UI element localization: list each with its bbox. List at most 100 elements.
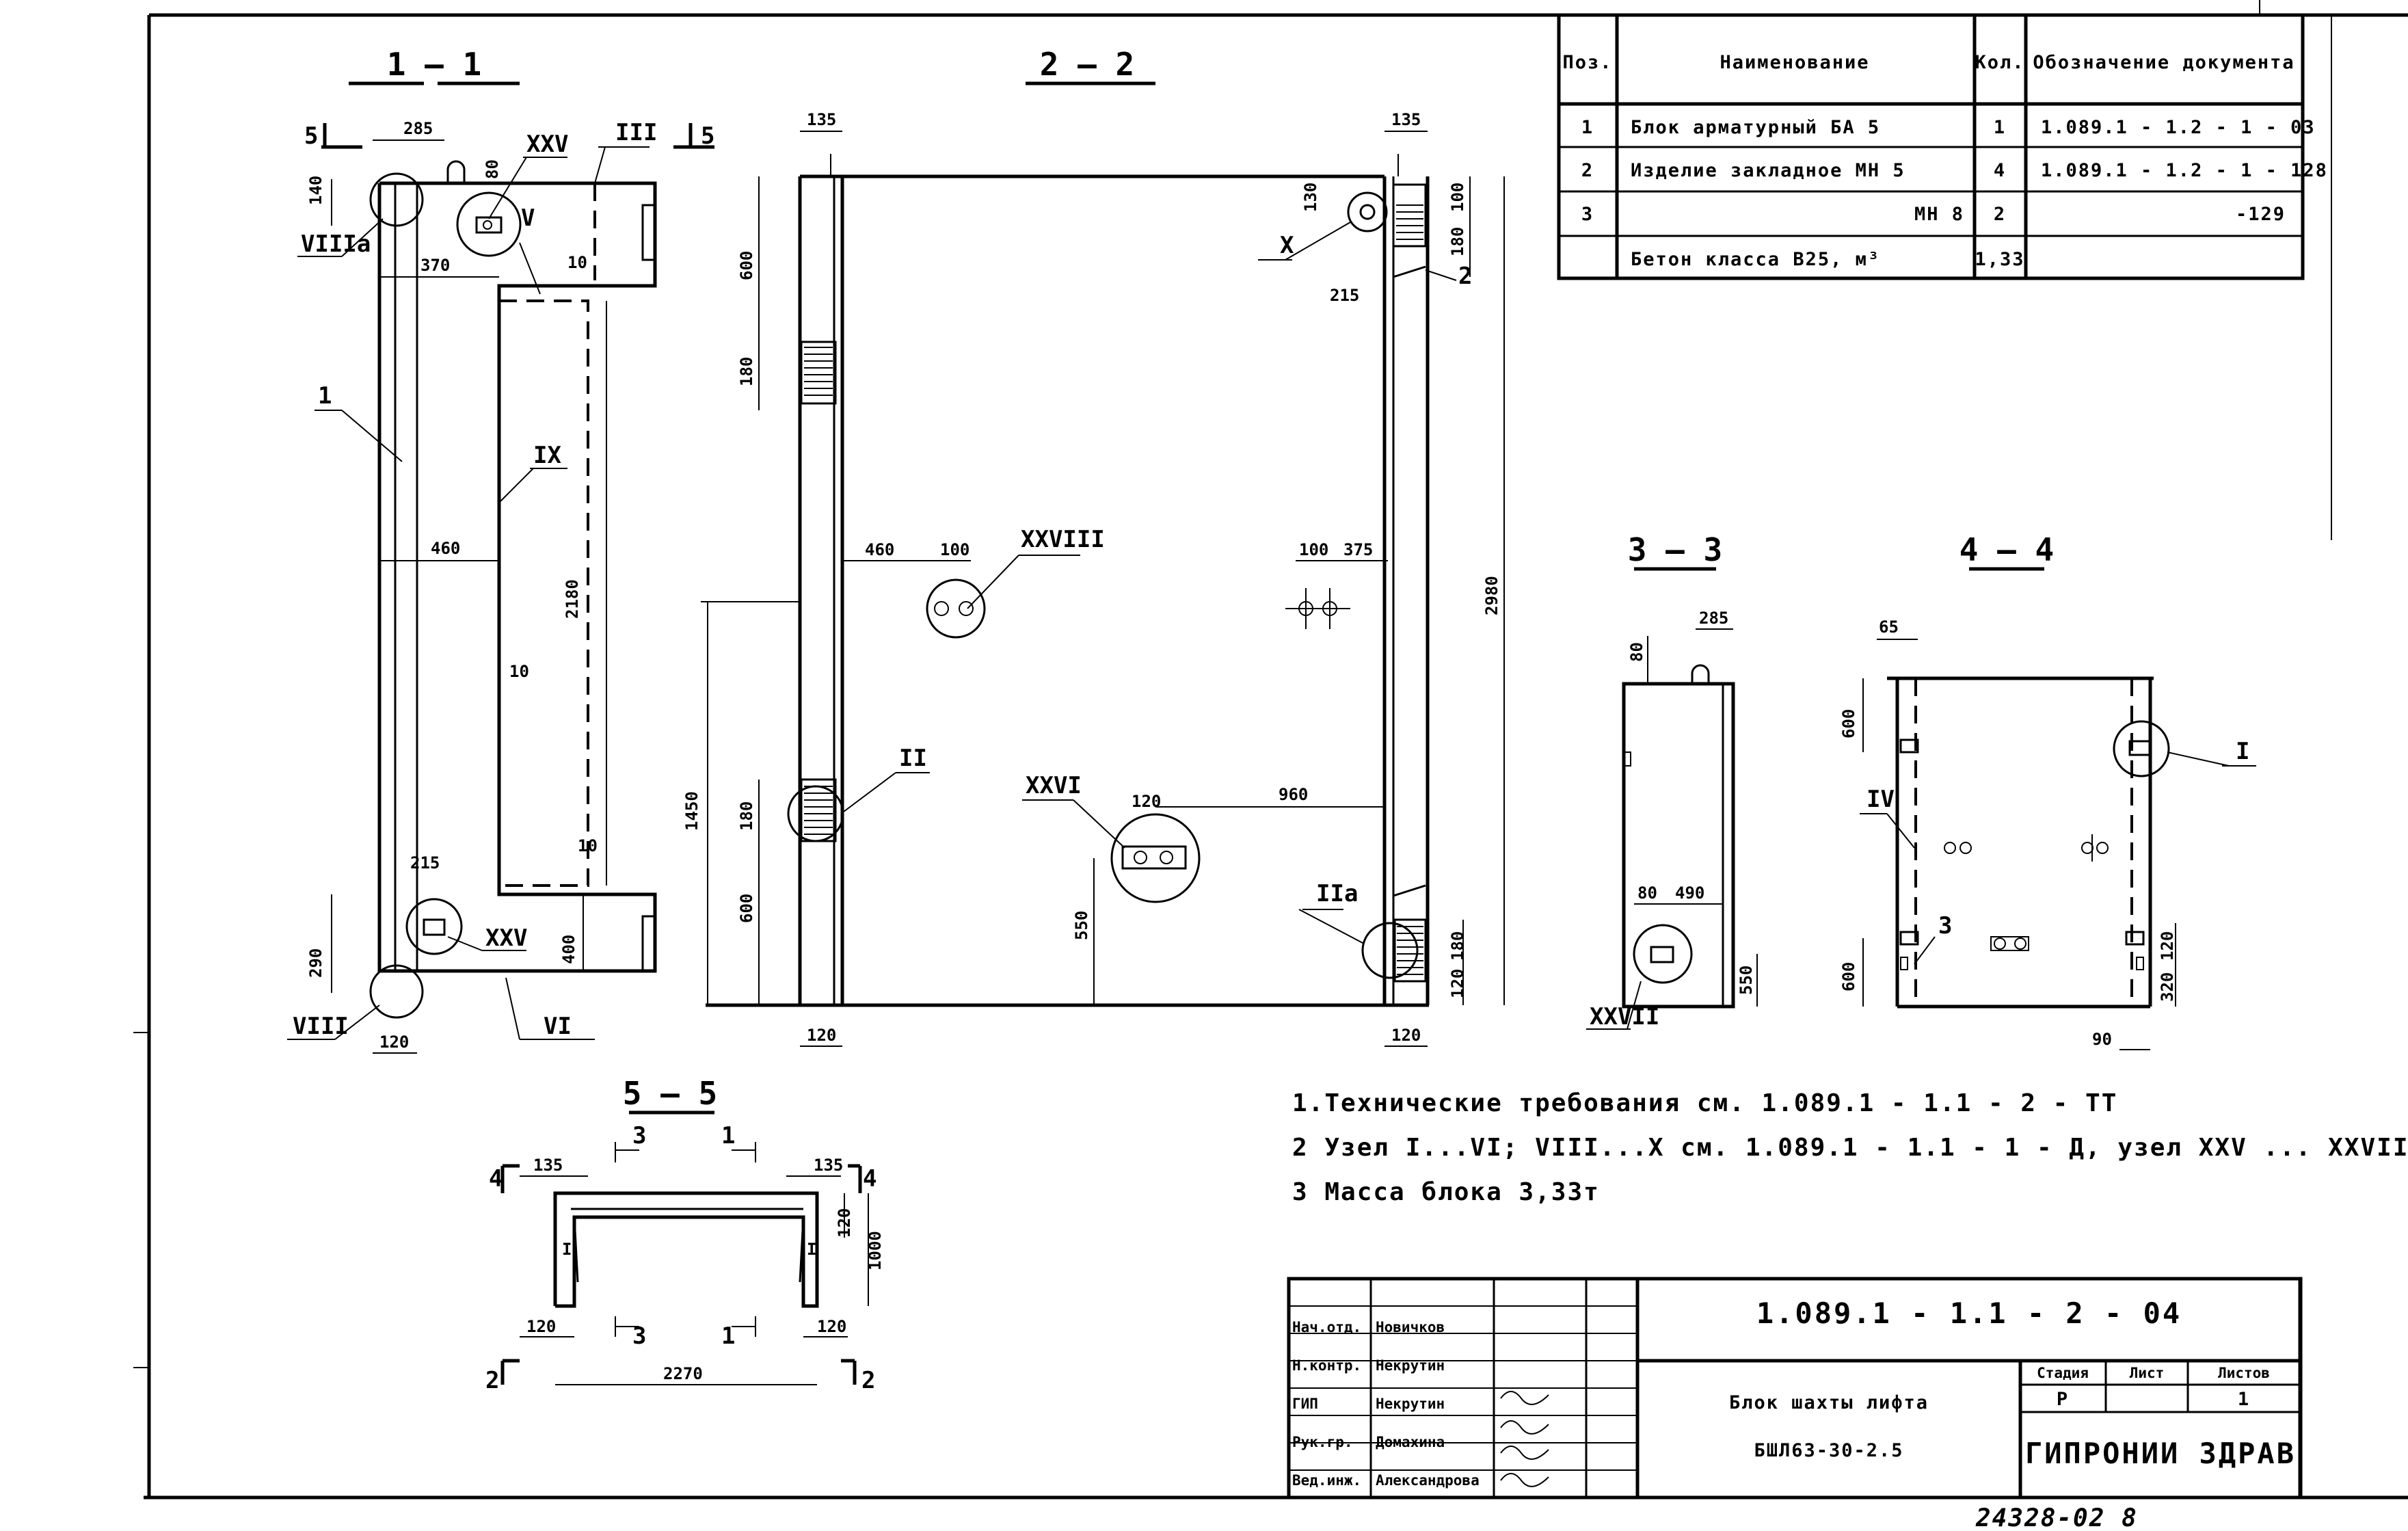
mark: 3 xyxy=(632,1322,646,1350)
dim: 180 xyxy=(1448,227,1467,256)
staff-role: Рук.гр. xyxy=(1292,1434,1353,1450)
staff-role: Н.контр. xyxy=(1292,1357,1361,1374)
dim: 550 xyxy=(1072,911,1091,940)
staff-role: Нач.отд. xyxy=(1292,1319,1361,1335)
node-label: XXV xyxy=(526,131,568,158)
table-header: Поз. xyxy=(1562,52,1612,73)
table-cell: 1 xyxy=(1581,117,1594,138)
dim: 120 xyxy=(1391,1026,1421,1045)
dim: 370 xyxy=(420,256,450,275)
table-cell: 4 xyxy=(1994,160,2006,181)
staff-name: Некрутин xyxy=(1376,1357,1445,1374)
node-label: XXVI xyxy=(1026,772,1082,799)
node-label: XXVIII xyxy=(1021,526,1105,553)
cut-mark: 2 xyxy=(485,1367,499,1394)
section-title: 5 — 5 xyxy=(623,1075,717,1112)
table-cell: 1,33 xyxy=(1975,249,2024,270)
node-label: XXV xyxy=(485,924,527,952)
dim: 100 xyxy=(940,540,969,559)
section-5-5: 5 — 5 135 135 120 1000 120 120 2270 3 1 … xyxy=(485,1075,885,1394)
signatures xyxy=(1500,1391,1549,1487)
notes: 1.Технические требования см. 1.089.1 - 1… xyxy=(1292,1089,2408,1206)
section-2-2: 2 — 2 xyxy=(682,46,1505,1047)
stage-value: Р xyxy=(2057,1389,2069,1410)
cut-mark: 4 xyxy=(489,1165,503,1193)
sheets-value: 1 xyxy=(2238,1389,2250,1410)
dim: 490 xyxy=(1675,883,1704,903)
title-line: БШЛ63-30-2.5 xyxy=(1754,1440,1903,1461)
table-cell: 2 xyxy=(1994,204,2006,225)
dim: 135 xyxy=(814,1156,843,1175)
node-label: IV xyxy=(1867,786,1895,813)
dim: 600 xyxy=(1839,709,1858,738)
dim: 460 xyxy=(865,540,894,559)
dim: 375 xyxy=(1343,540,1373,559)
cut-mark: 5 xyxy=(701,122,714,150)
dim: 600 xyxy=(737,894,756,923)
dim: 2180 xyxy=(563,579,582,619)
dim: 120 xyxy=(2158,931,2177,961)
table-cell: 1.089.1 - 1.2 - 1 - 128 xyxy=(2041,160,2328,181)
dim: 100 xyxy=(1448,183,1467,212)
dim: 120 xyxy=(835,1208,854,1238)
table-cell: 1.089.1 - 1.2 - 1 - 03 xyxy=(2041,117,2316,138)
dim: 80 xyxy=(483,159,502,179)
dim: 80 xyxy=(1637,883,1657,903)
dim: 320 xyxy=(2158,972,2177,1002)
section-3-3: 3 — 3 80 285 80 490 550 XXVII xyxy=(1586,531,1758,1030)
staff-name: Домахина xyxy=(1376,1434,1445,1450)
node-label: IX xyxy=(533,442,561,469)
section-title: 2 — 2 xyxy=(1040,46,1134,83)
staff-role: ГИП xyxy=(1292,1396,1318,1412)
staff-name: Александрова xyxy=(1376,1472,1480,1489)
dim: 100 xyxy=(1299,540,1328,559)
dim: 285 xyxy=(1699,609,1728,628)
node-label: III xyxy=(615,119,657,146)
dim: 120 xyxy=(817,1317,846,1336)
table-header: Наименование xyxy=(1720,52,1869,73)
node-label: II xyxy=(899,745,927,772)
note-line: 2 Узел I...VI; VIII...X см. 1.089.1 - 1.… xyxy=(1292,1134,2408,1162)
title-line: Блок шахты лифта xyxy=(1729,1392,1929,1413)
node-label: 1 xyxy=(318,382,332,410)
sheet-frame xyxy=(133,0,2408,1500)
dim: 65 xyxy=(1879,617,1899,637)
dim: 2270 xyxy=(663,1364,703,1383)
dim: 600 xyxy=(737,251,756,280)
node-label: I xyxy=(2236,738,2249,765)
mark: 3 xyxy=(632,1122,646,1149)
dim: 120 xyxy=(379,1033,409,1052)
dim: 290 xyxy=(306,948,325,978)
dim: 180 xyxy=(737,801,756,831)
dim: 135 xyxy=(807,110,836,129)
position-label: 2 xyxy=(1458,263,1472,290)
dim: 1000 xyxy=(866,1231,885,1270)
cut-mark: 4 xyxy=(863,1165,877,1193)
staff-name: Некрутин xyxy=(1376,1396,1445,1412)
sheets-label: Листов xyxy=(2218,1365,2270,1381)
section-title: 4 — 4 xyxy=(1959,531,2054,568)
dim: 1450 xyxy=(682,791,701,831)
dim: 960 xyxy=(1279,785,1308,804)
table-cell: Бетон класса В25, м³ xyxy=(1631,249,1880,270)
dim: 180 xyxy=(737,357,756,386)
dim: 400 xyxy=(559,935,578,964)
section-1-1: 1 — 1 5 5 285 140 80 370 xyxy=(287,46,714,1054)
dim: 10 xyxy=(509,662,529,681)
mark: I xyxy=(807,1240,816,1259)
section-4-4: 4 — 4 65 600 600 120 320 90 xyxy=(1839,531,2256,1050)
dim: 180 xyxy=(1448,931,1467,961)
node-label: VIII xyxy=(293,1013,349,1040)
table-cell: МН 8 xyxy=(1914,204,1964,225)
embedded-plate xyxy=(1393,884,1427,983)
node-label: VIIIа xyxy=(301,230,371,258)
node-label: IIа xyxy=(1316,880,1358,907)
dim: 120 xyxy=(807,1026,836,1045)
dim: 460 xyxy=(431,539,460,558)
staff-name: Новичков xyxy=(1376,1319,1445,1335)
embedded-plate xyxy=(800,341,837,405)
table-cell: -129 xyxy=(2236,204,2286,225)
mark: I xyxy=(562,1240,572,1259)
dim: 10 xyxy=(578,836,598,855)
lifting-loop-pair xyxy=(1944,834,2109,951)
